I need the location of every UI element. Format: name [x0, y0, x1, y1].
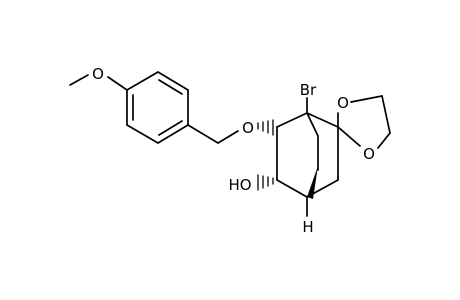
c-c-bond	[276, 112, 308, 128]
ether-oxygen-label: O	[242, 119, 254, 137]
c-c-bond	[276, 179, 308, 198]
c-c-bond	[306, 112, 339, 128]
benzene-ring	[126, 71, 189, 144]
dioxolane-oxygen-top-label: O	[337, 94, 349, 112]
methoxy-aryl-bond	[107, 76, 128, 91]
benzyl-o-bond	[217, 130, 239, 144]
dioxolane-ring	[337, 95, 391, 149]
bicyclic-core	[257, 97, 339, 217]
wedge-bond	[307, 166, 318, 199]
o-ch2-bond	[350, 95, 383, 103]
methoxy-group	[69, 74, 128, 91]
ch2-o-bond	[377, 132, 391, 149]
methyl-bond	[69, 74, 89, 86]
bridge-bond	[306, 112, 319, 137]
methoxy-oxygen-label: O	[92, 65, 104, 83]
benzyl-ether	[187, 124, 239, 144]
hydroxyl-label: HO	[228, 176, 251, 194]
ch2-ch2-bond	[381, 95, 391, 134]
dioxolane-oxygen-bottom-label: O	[363, 145, 375, 163]
bridgehead-hydrogen-label: H	[302, 218, 313, 236]
spiro-o-bond	[337, 126, 361, 147]
bromine-label: Br	[300, 81, 317, 99]
benzyl-ring-bond	[187, 124, 219, 144]
hashed-bond-ether	[257, 119, 274, 136]
